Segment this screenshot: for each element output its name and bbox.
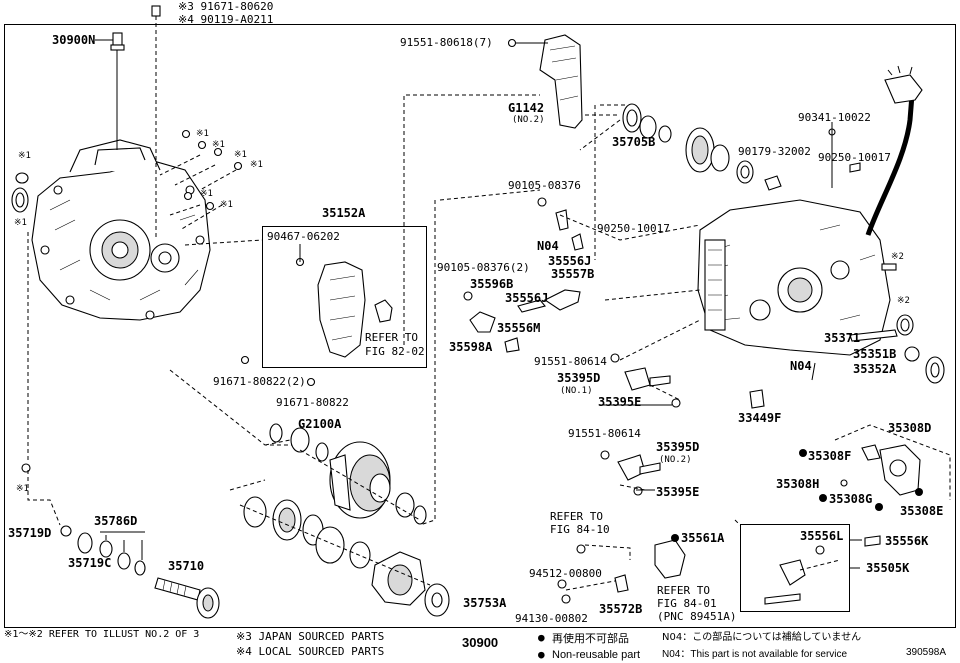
label-35710: 35710 xyxy=(168,559,205,573)
label-35308H: 35308H xyxy=(776,477,820,491)
label-refer-82-02-b: FIG 82-02 xyxy=(365,345,425,358)
label-35308D: 35308D xyxy=(888,421,932,435)
label-G1142-sub: (NO.2) xyxy=(512,115,545,125)
marker-1-i: ※1 xyxy=(16,484,29,494)
label-refer-84-01-c: (PNC 89451A) xyxy=(657,610,737,623)
footer-note-refer: ※1～※2 REFER TO ILLUST NO.2 OF 3 xyxy=(4,629,200,640)
label-94512-00800: 94512-00800 xyxy=(529,567,602,580)
label-35395D-1: 35395D xyxy=(557,371,601,385)
legend-jp-nonreuse: 再使用不可部品 xyxy=(552,632,629,645)
label-35557B: 35557B xyxy=(551,267,595,281)
label-35556L: 35556L xyxy=(800,529,844,543)
label-35352A: 35352A xyxy=(853,362,897,376)
label-35556J-a: 35556J xyxy=(548,254,592,268)
legend-en-nonreuse: Non-reusable part xyxy=(552,649,641,661)
marker-2-b: ※2 xyxy=(897,296,910,306)
label-90467-06202: 90467-06202 xyxy=(267,230,340,243)
label-35505K: 35505K xyxy=(866,561,910,575)
label-35572B: 35572B xyxy=(599,602,643,616)
label-90250-10017-b: 90250-10017 xyxy=(597,222,670,235)
transmission-case-left xyxy=(31,139,211,321)
label-30900N: 30900N xyxy=(52,33,96,47)
label-33449F: 33449F xyxy=(738,411,782,425)
label-35395E-b: 35395E xyxy=(656,485,700,499)
label-35395D-2: 35395D xyxy=(656,440,700,454)
legend-en-n04: N04：This part is not available for servi… xyxy=(662,649,848,660)
label-35308G: 35308G xyxy=(829,492,873,506)
label-refer-82-02-a: REFER TO xyxy=(365,331,418,344)
marker-2-a: ※2 xyxy=(891,252,904,262)
label-35556K: 35556K xyxy=(885,534,929,548)
marker-1-e: ※1 xyxy=(234,150,247,160)
label-35152A: 35152A xyxy=(322,206,366,220)
label-90105-08376: 90105-08376 xyxy=(508,179,581,192)
label-N04-b: N04 xyxy=(790,359,812,373)
label-90341-10022: 90341-10022 xyxy=(798,111,871,124)
label-35308E: 35308E xyxy=(900,504,944,518)
marker-1-f: ※1 xyxy=(250,160,263,170)
label-90105-08376-2: 90105-08376(2) xyxy=(437,261,530,274)
footer-note-japan: ※3 JAPAN SOURCED PARTS xyxy=(236,630,385,643)
label-refer-84-01-b: FIG 84-01 xyxy=(657,597,717,610)
legend-jp-n04: N04：この部品については補給していません xyxy=(662,632,862,643)
label-35596B: 35596B xyxy=(470,277,514,291)
label-91551-80614-b: 91551-80614 xyxy=(568,427,641,440)
label-35371: 35371 xyxy=(824,331,861,345)
label-N04-a: N04 xyxy=(537,239,559,253)
label-top-bolt-1: ※3 91671-80620 xyxy=(178,0,274,13)
label-35719C: 35719C xyxy=(68,556,112,570)
diagram-id: 390598A xyxy=(906,647,947,658)
label-top-bolt-2: ※4 90119-A0211 xyxy=(178,13,274,26)
label-35753A: 35753A xyxy=(463,596,507,610)
label-35556J-b: 35556J xyxy=(505,291,549,305)
label-94130-00802: 94130-00802 xyxy=(515,612,588,625)
label-91671-80822-2: 91671-80822(2) xyxy=(213,375,306,388)
label-refer-84-01-a: REFER TO xyxy=(657,584,710,597)
label-35395E-a: 35395E xyxy=(598,395,642,409)
label-35556M: 35556M xyxy=(497,321,541,335)
label-90179-32002: 90179-32002 xyxy=(738,145,811,158)
marker-1-a: ※1 xyxy=(18,151,31,161)
label-35561A: 35561A xyxy=(681,531,725,545)
marker-1-c: ※1 xyxy=(196,129,209,139)
label-35395D-2-sub: (NO.2) xyxy=(659,455,692,465)
legend-dot-1: ● xyxy=(538,631,545,644)
label-35786D: 35786D xyxy=(94,514,138,528)
label-91671-80822: 91671-80822 xyxy=(276,396,349,409)
label-91551-80614-a: 91551-80614 xyxy=(534,355,607,368)
label-90250-10017-a: 90250-10017 xyxy=(818,151,891,164)
label-35351B: 35351B xyxy=(853,347,897,361)
label-G1142: G1142 xyxy=(508,101,545,115)
marker-1-b: ※1 xyxy=(14,218,27,228)
marker-1-h: ※1 xyxy=(220,200,233,210)
label-91551-80618: 91551-80618(7) xyxy=(400,36,493,49)
label-35705B: 35705B xyxy=(612,135,656,149)
label-35719D: 35719D xyxy=(8,526,52,540)
label-35308F: 35308F xyxy=(808,449,852,463)
marker-1-d: ※1 xyxy=(212,140,225,150)
bolts-mk1 xyxy=(21,129,243,473)
label-refer-84-10-b: FIG 84-10 xyxy=(550,523,610,536)
label-refer-84-10-a: REFER TO xyxy=(550,510,603,523)
footer-note-local: ※4 LOCAL SOURCED PARTS xyxy=(236,645,385,658)
transmission-case-right xyxy=(697,199,891,356)
assembly-number: 30900 xyxy=(462,635,499,650)
diagram-frame xyxy=(4,24,956,628)
label-35395D-1-sub: (NO.1) xyxy=(560,386,593,396)
label-35598A: 35598A xyxy=(449,340,493,354)
legend-dot-2: ● xyxy=(538,648,545,661)
marker-1-g: ※1 xyxy=(200,189,213,199)
label-G2100A: G2100A xyxy=(298,417,342,431)
